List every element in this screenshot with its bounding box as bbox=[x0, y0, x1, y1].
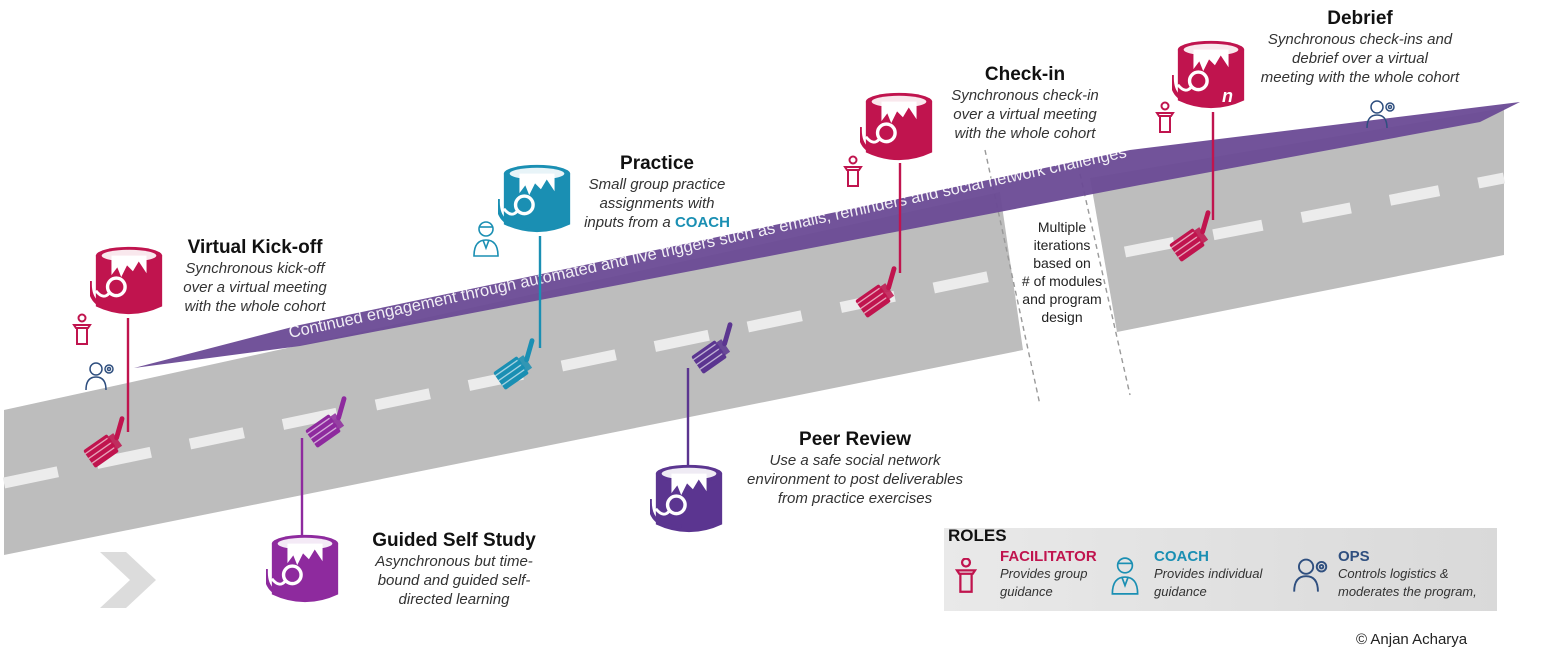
podium-icon bbox=[72, 101, 1175, 345]
iterations-line: iterations bbox=[1033, 237, 1091, 253]
iterations-line: based on bbox=[1033, 255, 1091, 271]
role-ops-name: OPS bbox=[1338, 548, 1370, 565]
kickoff-bucket-icon bbox=[90, 244, 165, 317]
practice-coach-highlight: COACH bbox=[674, 214, 730, 231]
checkin-title: Check-in bbox=[984, 64, 1066, 85]
debrief-title: Debrief bbox=[1327, 8, 1393, 29]
road-center-dashes-right bbox=[1123, 172, 1506, 258]
roles-title: ROLES bbox=[948, 526, 1007, 545]
role-ops: OPS Controls logistics & moderates the p… bbox=[1338, 548, 1477, 601]
debrief-desc-1: Synchronous check-ins and bbox=[1267, 31, 1453, 48]
debrief-bucket-icon bbox=[1172, 38, 1247, 111]
iterations-line: Multiple bbox=[1037, 219, 1087, 235]
iterations-line: # of modules bbox=[1021, 273, 1103, 289]
debrief-bucket-n-label: n bbox=[1222, 86, 1233, 106]
roles-legend: ROLES FACILITATOR Provides group guidanc… bbox=[944, 526, 1497, 611]
selfstudy-bucket-icon bbox=[266, 532, 341, 605]
kickoff-text: Virtual Kick-off Synchronous kick-off ov… bbox=[160, 237, 350, 316]
checkin-desc-2: over a virtual meeting bbox=[953, 106, 1097, 123]
iterations-note: Multiple iterations based on # of module… bbox=[1010, 218, 1114, 326]
peer-desc-1: Use a safe social network bbox=[769, 452, 941, 469]
practice-desc-prefix: inputs from a bbox=[584, 214, 675, 231]
iterations-line: and program bbox=[1022, 291, 1102, 307]
practice-desc-2: assignments with bbox=[599, 195, 715, 212]
role-coach-desc-2: guidance bbox=[1154, 584, 1207, 599]
checkin-desc-1: Synchronous check-in bbox=[951, 87, 1099, 104]
checkin-bucket-icon bbox=[860, 90, 935, 163]
gap-boundary-right bbox=[1077, 164, 1131, 396]
role-coach-desc-1: Provides individual bbox=[1154, 566, 1263, 581]
selfstudy-desc-1: Asynchronous but time- bbox=[375, 553, 533, 570]
debrief-desc-3: meeting with the whole cohort bbox=[1260, 69, 1460, 86]
role-facilitator-name: FACILITATOR bbox=[1000, 548, 1097, 565]
kickoff-desc-2: over a virtual meeting bbox=[183, 279, 327, 296]
ops-person-gear-icon bbox=[1366, 100, 1395, 129]
peer-desc-3: from practice exercises bbox=[777, 490, 933, 507]
ops-person-gear-icon bbox=[85, 362, 114, 391]
debrief-desc-2: debrief over a virtual bbox=[1292, 50, 1428, 67]
kickoff-desc-1: Synchronous kick-off bbox=[185, 260, 325, 277]
coach-person-icon bbox=[1111, 557, 1139, 595]
selfstudy-desc-2: bound and guided self- bbox=[377, 572, 531, 589]
role-facilitator-desc-1: Provides group bbox=[1000, 566, 1088, 581]
kickoff-desc-3: with the whole cohort bbox=[184, 298, 326, 315]
peer-bucket-icon bbox=[650, 462, 725, 535]
checkin-text: Check-in Synchronous check-in over a vir… bbox=[930, 64, 1120, 143]
selfstudy-desc-3: directed learning bbox=[398, 591, 510, 608]
practice-bucket-icon bbox=[498, 162, 573, 235]
practice-desc-1: Small group practice bbox=[588, 176, 726, 193]
role-ops-desc-2: moderates the program, bbox=[1338, 584, 1477, 599]
selfstudy-title: Guided Self Study bbox=[372, 530, 536, 551]
gap-boundary-left bbox=[984, 149, 1041, 406]
practice-text: Practice Small group practice assignment… bbox=[562, 153, 752, 232]
iterations-line: design bbox=[1041, 309, 1083, 325]
coach-person-icon bbox=[473, 221, 499, 257]
debrief-text: Debrief Synchronous check-ins and debrie… bbox=[1240, 8, 1480, 87]
direction-chevron-icon bbox=[100, 552, 156, 608]
practice-desc-3: inputs from a COACH bbox=[562, 213, 752, 232]
checkin-desc-3: with the whole cohort bbox=[954, 125, 1096, 142]
role-coach: COACH Provides individual guidance bbox=[1154, 548, 1262, 601]
podium-icon bbox=[954, 558, 978, 593]
engagement-band bbox=[134, 102, 1520, 368]
role-coach-name: COACH bbox=[1154, 548, 1209, 565]
selfstudy-text: Guided Self Study Asynchronous but time-… bbox=[356, 530, 552, 609]
role-facilitator-desc-2: guidance bbox=[1000, 584, 1053, 599]
peer-desc-2: environment to post deliverables bbox=[747, 471, 963, 488]
ops-person-gear-icon bbox=[1293, 558, 1328, 592]
connector-lines bbox=[126, 112, 1215, 540]
kickoff-title: Virtual Kick-off bbox=[187, 237, 323, 258]
role-facilitator: FACILITATOR Provides group guidance bbox=[1000, 548, 1097, 601]
peer-text: Peer Review Use a safe social network en… bbox=[724, 429, 986, 508]
peer-title: Peer Review bbox=[799, 429, 911, 450]
copyright-text: © Anjan Acharya bbox=[1356, 631, 1468, 648]
role-ops-desc-1: Controls logistics & bbox=[1338, 566, 1449, 581]
practice-title: Practice bbox=[620, 153, 694, 174]
